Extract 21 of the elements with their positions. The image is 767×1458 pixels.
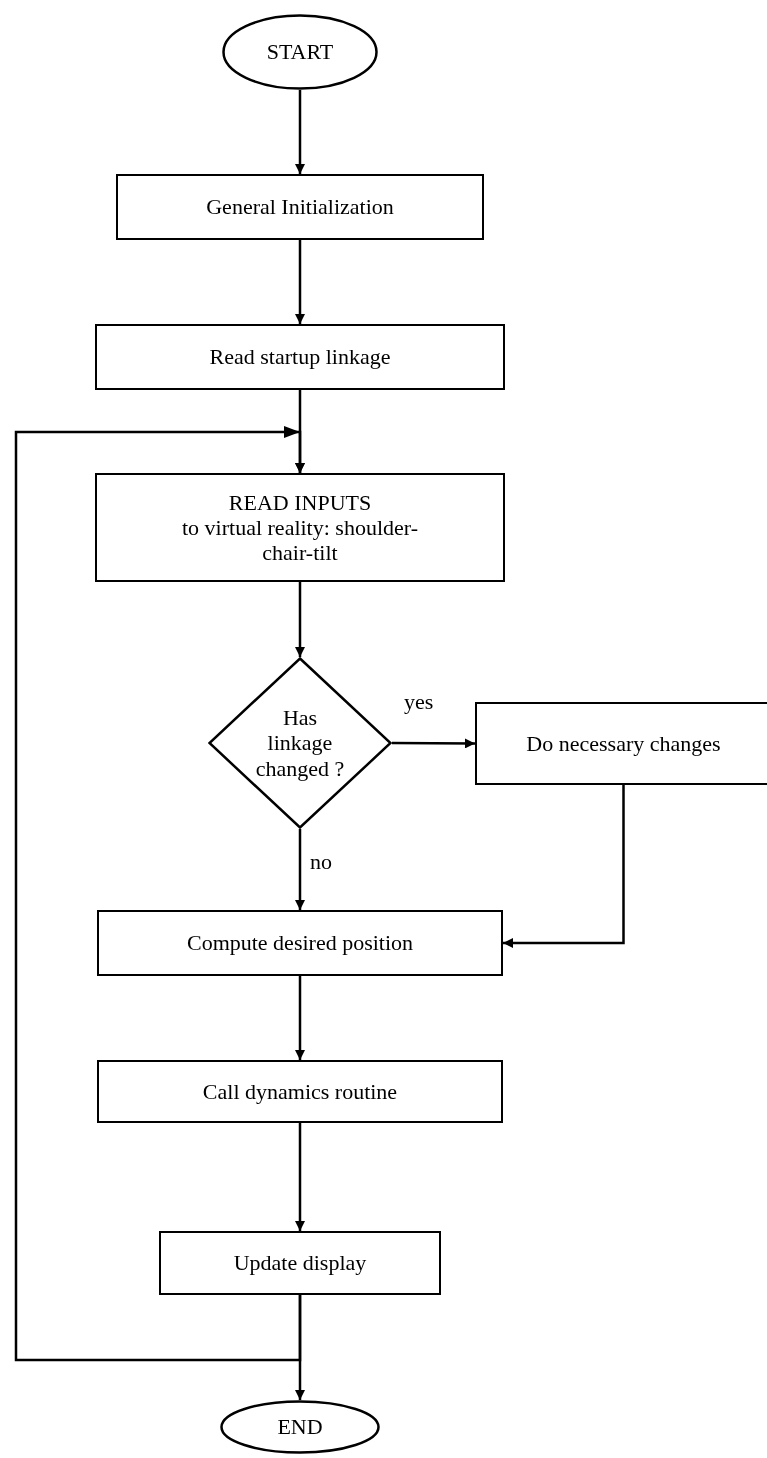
node-label: END [277, 1414, 323, 1440]
node-label: General Initialization [206, 194, 394, 220]
node-label: Call dynamics routine [202, 1078, 398, 1105]
node-label: Update display [233, 1250, 367, 1276]
terminator-ellipse [222, 14, 378, 90]
node-text: to virtual reality: shoulder-chair-tilt [181, 514, 419, 566]
node-label: Has linkage changed ? [254, 705, 346, 781]
process-box [475, 702, 767, 785]
decision-diamond [208, 657, 392, 829]
process-box [95, 473, 505, 582]
node-label: Read startup linkage [209, 344, 391, 370]
node-label: Do necessary changes [526, 730, 721, 757]
terminator-ellipse [220, 1400, 380, 1454]
process-box [95, 324, 505, 390]
process-box [97, 910, 503, 976]
process-box [97, 1060, 503, 1123]
process-box [159, 1231, 441, 1295]
node-label: READ INPUTS [228, 489, 372, 515]
node-label: Compute desired position [186, 930, 414, 956]
process-box [116, 174, 484, 240]
node-label: START [266, 39, 334, 65]
